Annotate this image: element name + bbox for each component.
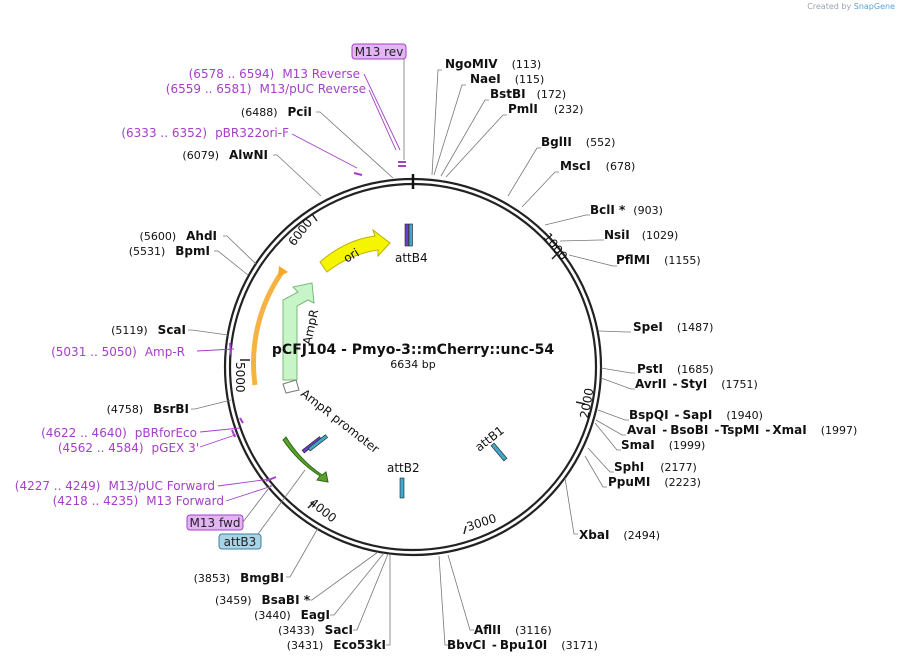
attb3-tag: attB3 (224, 535, 257, 549)
primer-m13-reverse: (6578 .. 6594)M13 Reverse (189, 67, 360, 81)
enzyme-xbai: XbaI(2494) (579, 528, 660, 542)
attb1-marker (490, 442, 508, 462)
left-leaders (188, 111, 394, 646)
orange-feature-arc (251, 270, 285, 386)
enzyme-pcii: (6488)PciI (241, 105, 312, 119)
primer-amp-r: (5031 .. 5050)Amp-R (51, 345, 185, 359)
enzyme-msci: MscI(678) (560, 159, 635, 173)
ampr-promoter-small (282, 379, 300, 394)
credit-brand: SnapGene (853, 2, 895, 11)
left-enzyme-labels: (6488)PciI (6079)AlwNI (5600)AhdI (5531)… (107, 105, 386, 652)
attb4-label: attB4 (395, 251, 428, 265)
ori-label: ori (341, 245, 362, 265)
primer-m13-forward: (4218 .. 4235)M13 Forward (53, 494, 224, 508)
primer-labels: (6578 .. 6594)M13 Reverse (6559 .. 6581)… (15, 67, 366, 508)
tick-5000: 5000 (233, 362, 247, 393)
enzyme-aflii: AflII(3116) (474, 623, 552, 637)
m13rev-tag-box (351, 43, 407, 60)
attb3-lead (257, 469, 306, 535)
ori-arrow (319, 228, 391, 273)
enzyme-alwni: (6079)AlwNI (182, 148, 268, 162)
ampr-label: AmpR (300, 308, 321, 346)
attb2-label: attB2 (387, 461, 420, 475)
attb4-marker (404, 223, 413, 247)
enzyme-pflmi: PflMI(1155) (616, 253, 701, 267)
enzyme-avai-group: AvaI-BsoBI-TspMI-XmaI(1997) (627, 423, 857, 437)
primer-m13puc-reverse: (6559 .. 6581)M13/pUC Reverse (166, 82, 366, 96)
primer-pbr322ori-f: (6333 .. 6352)pBR322ori-F (121, 126, 289, 140)
tick-4000: 4000 (307, 496, 340, 526)
enzyme-bsrbi: (4758)BsrBI (107, 402, 189, 416)
enzyme-nsii: NsiI(1029) (604, 228, 678, 242)
enzyme-avrii-styi: AvrII-StyI(1751) (635, 377, 758, 391)
primer-leaders (196, 73, 401, 502)
plasmid-size: 6634 bp (390, 358, 435, 371)
enzyme-spei: SpeI(1487) (633, 320, 713, 334)
attb2-marker (399, 477, 405, 499)
enzyme-bstbi: BstBI(172) (490, 87, 566, 101)
primer-pgex3: (4562 .. 4584)pGEX 3' (58, 441, 199, 455)
primer-pbrforeco: (4622 .. 4640)pBRforEco (41, 426, 197, 440)
enzyme-bmgbi: (3853)BmgBI (194, 571, 284, 585)
enzyme-saci: (3433)SacI (278, 623, 353, 637)
ampr-promoter-arrow (282, 436, 329, 483)
credit-prefix: Created by (807, 2, 852, 11)
enzyme-ngomiv: NgoMIV(113) (445, 57, 541, 71)
enzyme-bcli: BclI *(903) (590, 203, 663, 217)
enzyme-scai: (5119)ScaI (111, 323, 186, 337)
plasmid-name: pCFJ104 - Pmyo-3::mCherry::unc-54 (272, 342, 554, 358)
m13fwd-tag-box (186, 514, 244, 531)
enzyme-smai: SmaI(1999) (621, 438, 705, 452)
m13fwd-tag: M13 fwd (190, 516, 241, 530)
enzyme-pmli: PmlI(232) (508, 102, 583, 116)
enzyme-ahdi: (5600)AhdI (140, 229, 217, 243)
enzyme-bspqi-sapi: BspQI-SapI(1940) (629, 408, 763, 422)
enzyme-bsabi: (3459)BsaBI * (215, 593, 311, 607)
attb3-tag-box (218, 533, 262, 550)
enzyme-bpmi: (5531)BpmI (129, 244, 210, 258)
enzyme-eco53ki: (3431)Eco53kI (287, 638, 386, 652)
enzyme-bglii: BglII(552) (541, 135, 615, 149)
enzyme-bbvci-bpu10i: BbvCI-Bpu10I(3171) (447, 638, 598, 652)
snapgene-credit: Created by SnapGene (807, 2, 895, 11)
tick-2000: 2000 (577, 387, 596, 420)
attb3-marker (301, 434, 329, 454)
m13rev-tag: M13 rev (355, 45, 404, 59)
enzyme-ppumi: PpuMI(2223) (608, 475, 701, 489)
enzyme-eagi: (3440)EagI (254, 608, 330, 622)
enzyme-sphi: SphI(2177) (614, 460, 697, 474)
ampr-arrow (282, 282, 315, 381)
attb1-label: attB1 (472, 423, 506, 454)
m13fwd-lead (242, 483, 273, 523)
orange-feature-head (278, 266, 288, 277)
enzyme-psti: PstI(1685) (637, 362, 714, 376)
enzyme-naei: NaeI(115) (470, 72, 544, 86)
right-enzyme-labels: NgoMIV(113) NaeI(115) BstBI(172) PmlI(23… (445, 57, 857, 652)
right-leaders (431, 69, 635, 646)
primer-m13puc-forward: (4227 .. 4249)M13/pUC Forward (15, 479, 215, 493)
